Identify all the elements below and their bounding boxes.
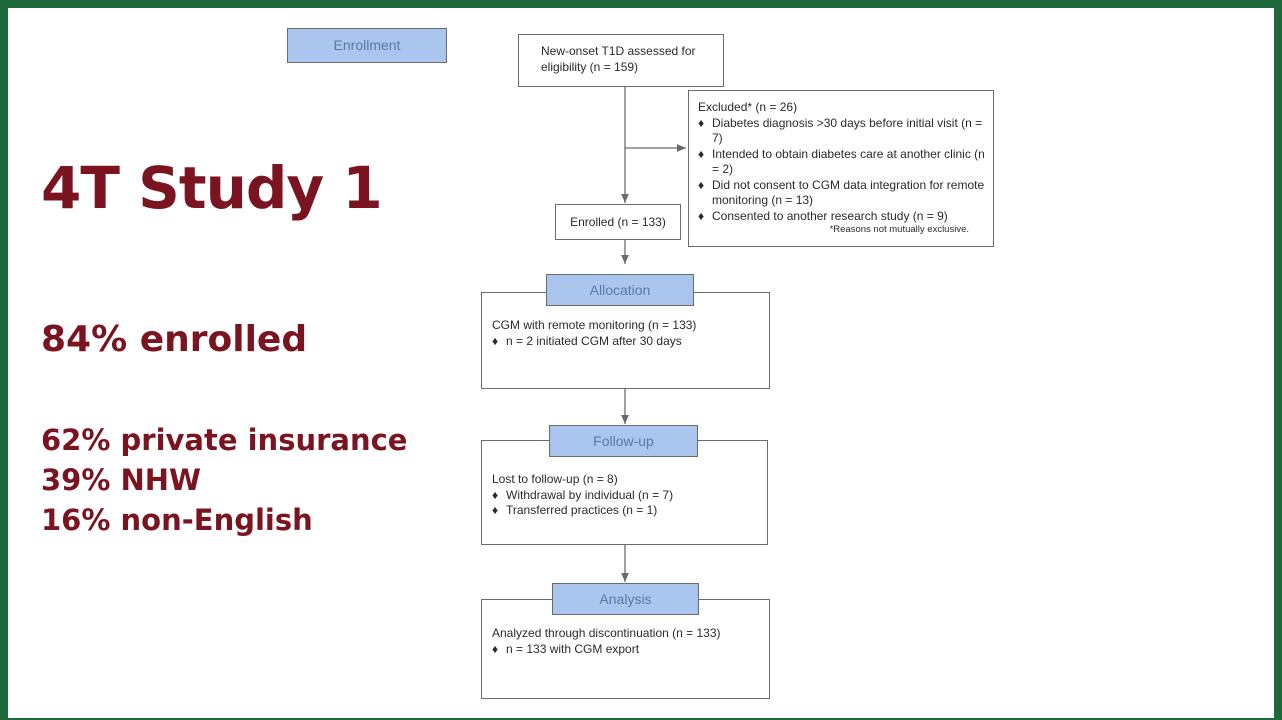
followup-bullet: ♦Transferred practices (n = 1)	[492, 503, 658, 517]
diamond-bullet-icon: ♦	[698, 208, 705, 223]
excluded-box: Excluded* (n = 26) ♦Diabetes diagnosis >…	[688, 90, 994, 247]
diamond-bullet-icon: ♦	[492, 503, 499, 517]
allocation-bullet: ♦n = 2 initiated CGM after 30 days	[492, 333, 682, 348]
followup-bullet: ♦Withdrawal by individual (n = 7)	[492, 487, 674, 502]
analysis-line: Analyzed through discontinuation (n = 13…	[492, 626, 721, 640]
demographics-stats: 62% private insurance 39% NHW 16% non-En…	[41, 420, 407, 540]
diamond-bullet-icon: ♦	[492, 641, 499, 656]
analysis-box: Analyzed through discontinuation (n = 13…	[481, 599, 770, 699]
excluded-bullet: ♦Diabetes diagnosis >30 days before init…	[698, 115, 983, 146]
excluded-bullet: ♦Intended to obtain diabetes care at ano…	[698, 146, 985, 177]
diamond-bullet-icon: ♦	[698, 177, 705, 192]
stat-nhw: 39% NHW	[41, 463, 202, 497]
diamond-bullet-icon: ♦	[698, 115, 705, 130]
excluded-heading: Excluded* (n = 26)	[698, 100, 798, 114]
diamond-bullet-icon: ♦	[698, 146, 705, 161]
allocation-line: CGM with remote monitoring (n = 133)	[492, 318, 697, 332]
stage-followup: Follow-up	[549, 425, 698, 457]
excluded-bullet: ♦Did not consent to CGM data integration…	[698, 177, 985, 208]
diamond-bullet-icon: ♦	[492, 333, 499, 348]
assessed-line1: New-onset T1D assessed for	[541, 44, 696, 58]
stage-enrollment: Enrollment	[287, 28, 447, 63]
excluded-footnote: *Reasons not mutually exclusive.	[829, 224, 969, 235]
diamond-bullet-icon: ♦	[492, 487, 499, 502]
assessed-line2: eligibility (n = 159)	[541, 59, 639, 74]
followup-box: Lost to follow-up (n = 8) ♦Withdrawal by…	[481, 440, 768, 545]
stat-non-english: 16% non-English	[41, 503, 313, 537]
enrolled-stat: 84% enrolled	[41, 319, 308, 360]
followup-line: Lost to follow-up (n = 8)	[492, 472, 618, 486]
analysis-bullet: ♦n = 133 with CGM export	[492, 641, 640, 656]
excluded-bullet: ♦Consented to another research study (n …	[698, 208, 948, 223]
enrolled-box: Enrolled (n = 133)	[555, 204, 681, 240]
slide-title: 4T Study 1	[41, 154, 383, 222]
allocation-box: CGM with remote monitoring (n = 133) ♦n …	[481, 292, 770, 389]
stat-private-insurance: 62% private insurance	[41, 423, 408, 457]
assessed-box: New-onset T1D assessed for eligibility (…	[518, 34, 724, 87]
stage-analysis: Analysis	[552, 583, 699, 615]
stage-allocation: Allocation	[546, 274, 694, 306]
